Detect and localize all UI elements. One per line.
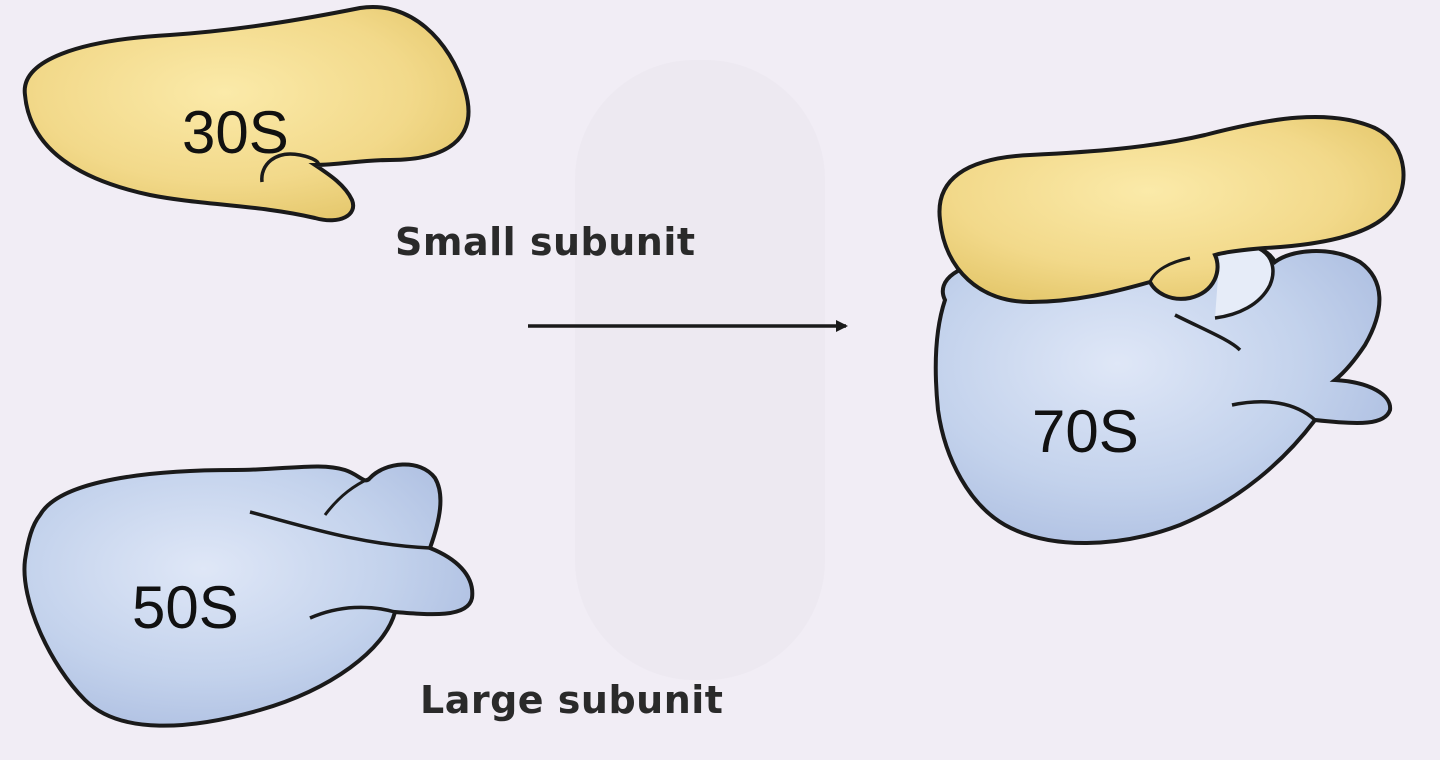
assembled-stalk-line — [1231, 400, 1317, 422]
assembled-large-lobe-line — [1174, 313, 1242, 352]
assembled-small-nub — [1148, 256, 1191, 283]
large-subunit-50s — [22, 462, 475, 728]
large-subunit-lobe-edge — [323, 476, 371, 516]
assembled-small-part — [937, 115, 1406, 305]
assembled-ribosome-code: 70S — [1032, 398, 1139, 465]
small-subunit-body — [22, 4, 471, 223]
large-subunit-lobe-line — [249, 510, 431, 550]
assembled-ribosome-70s — [933, 115, 1406, 545]
background-faint-figure — [575, 60, 825, 680]
small-subunit-cleft — [260, 152, 321, 183]
small-subunit-caption: Small subunit — [395, 220, 696, 264]
large-subunit-code: 50S — [132, 574, 239, 641]
small-subunit-code: 30S — [182, 99, 289, 166]
large-subunit-stalk-line — [309, 605, 396, 620]
large-subunit-body — [22, 462, 475, 728]
small-subunit-30s — [22, 4, 471, 223]
large-subunit-caption: Large subunit — [420, 678, 723, 722]
